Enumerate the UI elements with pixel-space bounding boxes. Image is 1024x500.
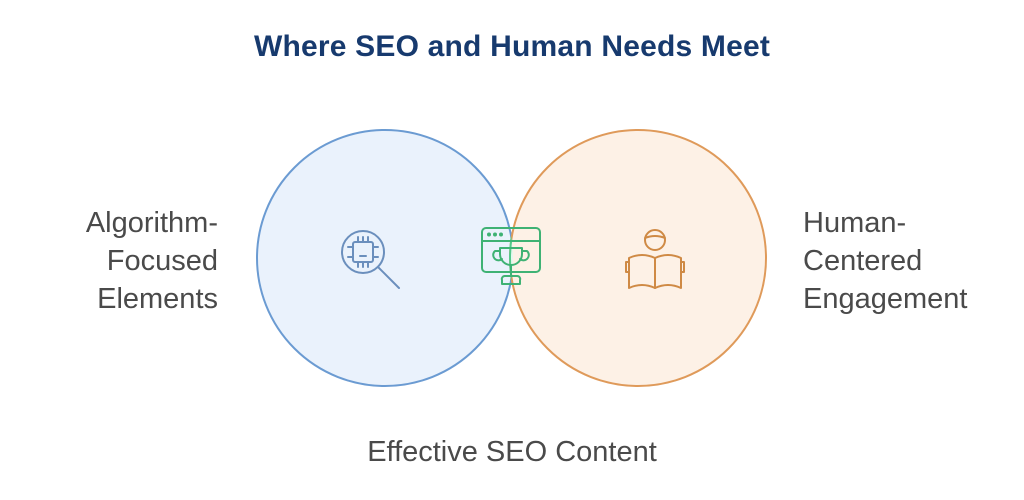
right-set-label-line: Engagement xyxy=(803,283,968,315)
intersection-label: Effective SEO Content xyxy=(367,436,657,468)
right-set-label-line: Human- xyxy=(803,207,907,239)
left-set-label-line: Focused xyxy=(106,245,218,277)
left-set-circle xyxy=(256,129,514,387)
right-set-label: Human- Centered Engagement xyxy=(803,204,1003,318)
left-set-label: Algorithm- Focused Elements xyxy=(40,204,218,318)
right-set-circle xyxy=(509,129,767,387)
chip-magnifier-icon xyxy=(341,230,400,289)
browser-trophy-icon xyxy=(481,227,541,285)
right-set-label-line: Centered xyxy=(803,245,923,277)
diagram-title: Where SEO and Human Needs Meet xyxy=(253,30,771,63)
person-reading-book-icon xyxy=(625,229,685,289)
intersection-region xyxy=(509,130,513,386)
left-set-label-line: Algorithm- xyxy=(85,207,218,239)
left-set-label-line: Elements xyxy=(97,283,218,315)
